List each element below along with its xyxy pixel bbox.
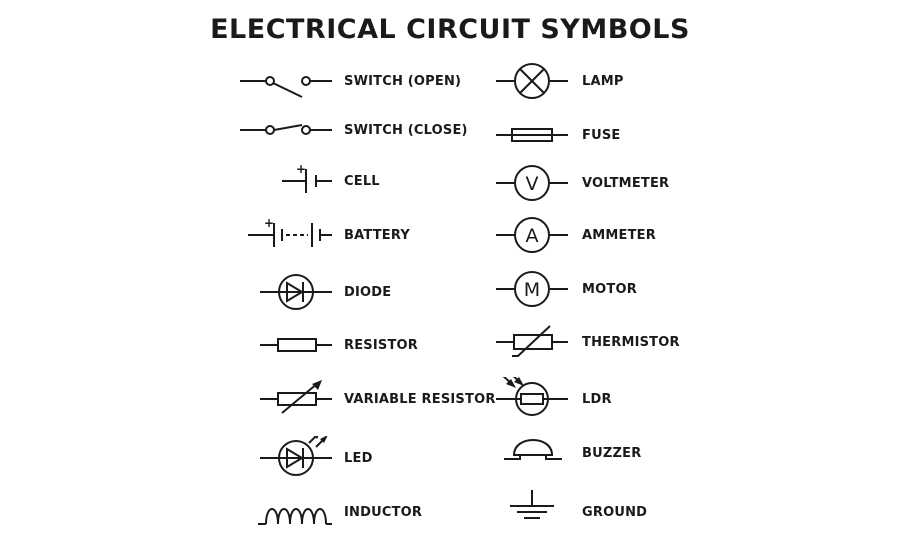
symbol-label: BATTERY [344,227,410,243]
symbol-label: VARIABLE RESISTOR [344,391,496,407]
cell-icon: + [282,162,332,193]
ldr-icon [496,377,568,416]
symbol-row-switch-open: SWITCH (OPEN) [232,59,461,103]
symbol-label: LED [344,450,373,466]
switch-open-icon [240,76,332,98]
switch-closed-icon [240,124,332,135]
symbol-row-inductor: INDUCTOR [232,490,422,534]
symbol-row-battery: + BATTERY [232,213,410,257]
symbol-label: DIODE [344,284,392,300]
inductor-icon [258,508,332,525]
symbol-label: AMMETER [582,227,656,243]
motor-icon: M [496,271,568,307]
page-title: ELECTRICAL CIRCUIT SYMBOLS [210,14,690,45]
symbol-row-buzzer: BUZZER [492,431,641,475]
symbol-row-motor: M MOTOR [492,267,637,311]
symbol-label: GROUND [582,504,648,520]
symbol-row-diode: DIODE [232,270,391,314]
fuse-icon [496,128,568,142]
symbol-row-voltmeter: V VOLTMETER [492,161,669,205]
ammeter-icon: A [496,217,568,253]
plus-sign: + [264,216,274,230]
meter-letter: V [526,173,539,195]
symbol-row-variable-resistor: VARIABLE RESISTOR [232,377,496,421]
symbol-label: LDR [582,391,612,407]
meter-letter: A [526,225,539,247]
thermistor-icon [496,325,568,357]
symbol-row-ammeter: A AMMETER [492,213,656,257]
symbol-row-resistor: RESISTOR [232,323,418,367]
symbol-row-led: LED [232,436,373,480]
resistor-icon [260,338,332,352]
plus-sign: + [296,162,306,176]
symbol-row-ldr: LDR [492,377,612,421]
symbol-label: SWITCH (OPEN) [344,73,462,89]
lamp-icon [496,63,568,99]
diode-icon [260,274,332,310]
buzzer-icon [504,439,562,460]
led-icon [260,436,332,476]
symbol-label: CELL [344,173,380,189]
symbol-label: LAMP [582,73,624,89]
symbol-row-fuse: FUSE [492,113,620,157]
meter-letter: M [524,279,540,301]
symbol-label: RESISTOR [344,337,418,353]
battery-icon: + [248,216,332,247]
variable-resistor-icon [260,380,332,414]
symbol-label: THERMISTOR [582,334,680,350]
symbol-row-ground: GROUND [492,490,647,534]
symbol-label: SWITCH (CLOSE) [344,122,468,138]
symbol-row-cell: + CELL [232,159,380,203]
symbol-label: INDUCTOR [344,504,423,520]
symbol-label: BUZZER [582,445,642,461]
symbol-label: MOTOR [582,281,637,297]
symbol-label: VOLTMETER [582,175,670,191]
symbol-row-thermistor: THERMISTOR [492,320,680,364]
symbol-row-switch-closed: SWITCH (CLOSE) [232,108,468,152]
voltmeter-icon: V [496,165,568,201]
ground-icon [510,490,554,519]
symbol-row-lamp: LAMP [492,59,624,103]
symbol-label: FUSE [582,127,621,143]
